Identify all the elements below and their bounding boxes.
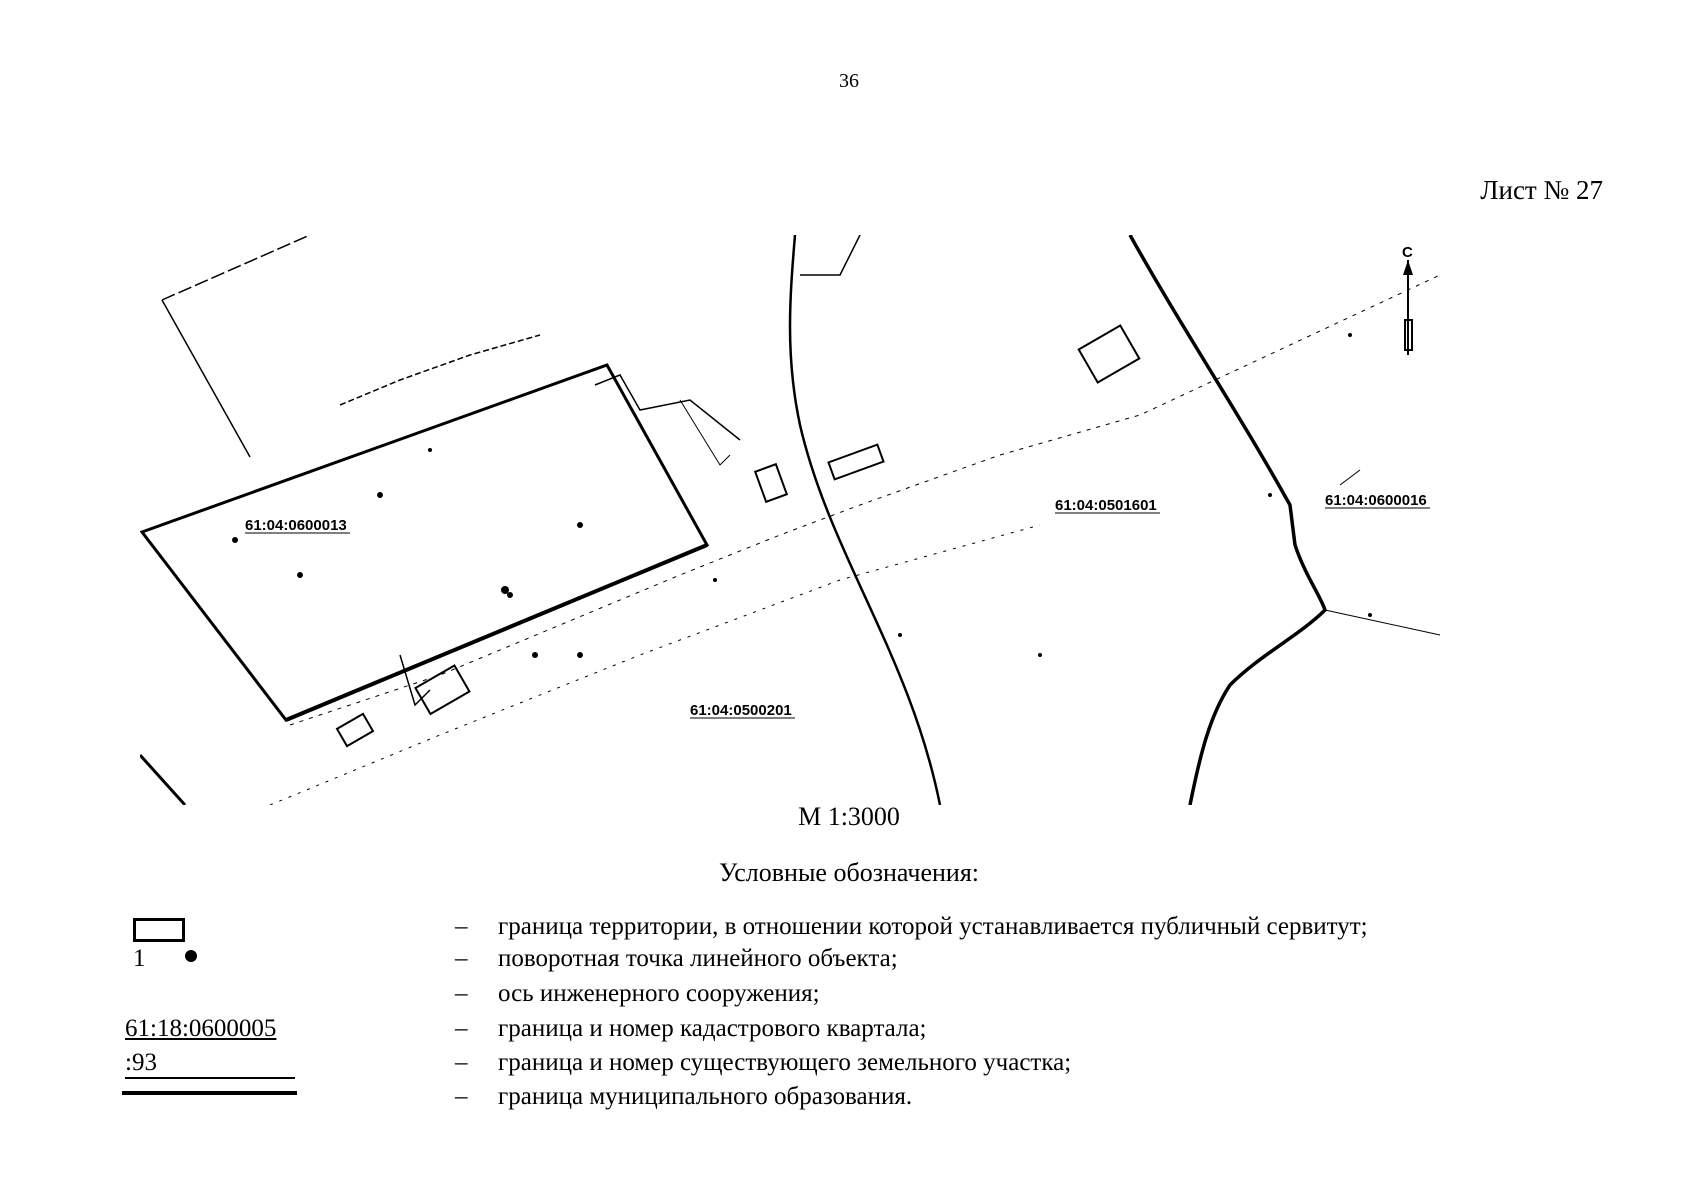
municipal-boundary bbox=[1128, 235, 1328, 805]
servitude-boundary bbox=[753, 462, 789, 504]
road-line bbox=[269, 524, 1041, 805]
quarter-number-example: 61:18:0600005 bbox=[125, 1015, 277, 1042]
legend-title: Условные обозначения: bbox=[718, 858, 980, 887]
road-line bbox=[289, 274, 1441, 726]
sheet-label: Лист № 27 bbox=[1480, 175, 1603, 205]
servitude-line bbox=[594, 374, 741, 441]
cadastral-label: 61:04:0501601 bbox=[1055, 497, 1157, 514]
legend-dash: – bbox=[455, 980, 468, 1007]
boundary-line bbox=[161, 299, 251, 458]
turning-point-symbol bbox=[185, 950, 197, 962]
legend-text: поворотная точка линейного объекта; bbox=[498, 945, 898, 972]
parcel-boundary bbox=[140, 363, 710, 722]
servitude-line bbox=[399, 654, 431, 707]
boundary-line bbox=[161, 235, 311, 301]
legend-dash: – bbox=[455, 1049, 468, 1076]
legend-dash: – bbox=[455, 913, 468, 940]
north-arrow-head bbox=[1403, 260, 1413, 275]
legend-text: ось инженерного сооружения; bbox=[498, 980, 820, 1007]
legend-dash: – bbox=[455, 945, 468, 972]
servitude-line bbox=[679, 399, 731, 466]
map-scale: М 1:3000 bbox=[798, 802, 900, 831]
cadastral-label: 61:04:0500201 bbox=[690, 702, 792, 719]
servitude-boundary bbox=[1077, 324, 1141, 384]
scatter-marks bbox=[232, 333, 1372, 658]
municipal-boundary-symbol bbox=[122, 1091, 297, 1095]
legend-text: граница и номер кадастрового квартала; bbox=[498, 1015, 927, 1042]
boundary-line bbox=[339, 334, 541, 406]
boundary-line bbox=[1324, 609, 1441, 636]
legend-row-parcel: :93 – граница и номер существующего земе… bbox=[0, 1049, 1698, 1083]
legend-text: граница муниципального образования. bbox=[498, 1083, 913, 1110]
road-curve bbox=[800, 235, 861, 276]
boundary-line bbox=[1339, 469, 1361, 486]
cadastral-label: 61:04:0600016 bbox=[1325, 492, 1427, 509]
boundary-line bbox=[140, 753, 187, 805]
cadastral-label: 61:04:0600013 bbox=[245, 517, 347, 534]
servitude-boundary bbox=[335, 712, 375, 748]
servitude-boundary bbox=[827, 443, 885, 481]
north-arrow-base bbox=[1404, 319, 1413, 351]
page-number: 36 bbox=[839, 70, 859, 92]
servitude-boundary bbox=[414, 664, 471, 716]
point-number: 1 bbox=[133, 945, 146, 972]
legend-dash: – bbox=[455, 1083, 468, 1110]
parcel-boundary-bottom bbox=[285, 543, 708, 722]
legend-text: граница и номер существующего земельного… bbox=[498, 1049, 1072, 1076]
quarter-boundary bbox=[788, 235, 942, 805]
legend-dash: – bbox=[455, 1015, 468, 1042]
legend-row-quarter: 61:18:0600005 – граница и номер кадастро… bbox=[0, 1015, 1698, 1049]
legend-row-point: 1 – поворотная точка линейного объекта; bbox=[0, 945, 1698, 979]
parcel-number-example: :93 bbox=[125, 1049, 295, 1079]
legend-text: граница территории, в отношении которой … bbox=[498, 913, 1368, 940]
legend-row-servitude: – граница территории, в отношении которо… bbox=[0, 913, 1698, 947]
legend-row-municipal: – граница муниципального образования. bbox=[0, 1083, 1698, 1117]
cadastral-map: С 61:04:0600013 61:04:0501601 61:04:0600… bbox=[140, 235, 1441, 805]
servitude-boundary-symbol bbox=[133, 918, 185, 942]
north-label: С bbox=[1402, 244, 1413, 261]
legend-row-axis: – ось инженерного сооружения; bbox=[0, 980, 1698, 1014]
